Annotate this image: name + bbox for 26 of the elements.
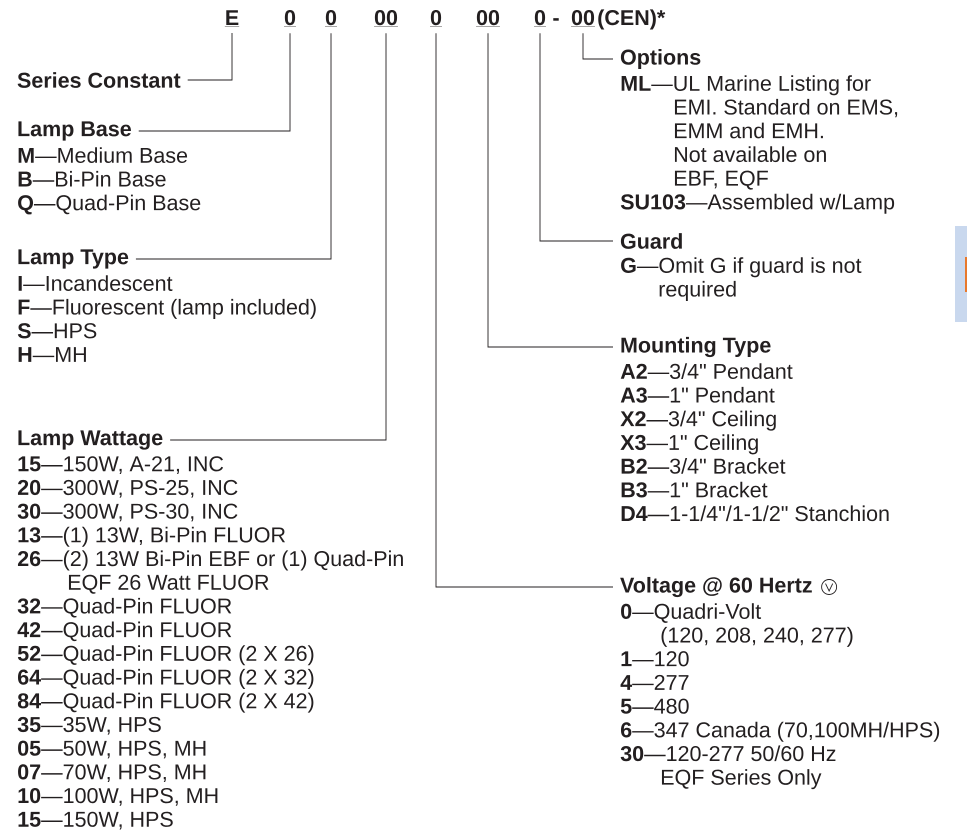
code-legend-list: Guard G—Omit G if guard is not required bbox=[620, 233, 862, 301]
code-character: 00 bbox=[476, 10, 500, 27]
code-text: (CEN)* bbox=[598, 9, 666, 30]
code-character: 0 bbox=[430, 10, 442, 27]
connector-line bbox=[187, 32, 232, 80]
code-character: 0 bbox=[284, 10, 296, 27]
connector-line bbox=[436, 32, 614, 588]
connector-line bbox=[540, 32, 614, 242]
code-character: E bbox=[224, 10, 240, 27]
code-text: - bbox=[553, 18, 559, 21]
connector-line bbox=[170, 32, 386, 440]
code-legend-list: Options ML—UL Marine Listing for EMI. Standard on EMS, EMM and EMH. Not available on EBF, EQF SU103—Assembled w/Lamp bbox=[620, 48, 898, 214]
code-legend-list: Series Constant bbox=[18, 72, 180, 88]
connector-line bbox=[582, 32, 614, 60]
code-legend-list: Voltage @ 60 Hertz 0—Quadri-Volt (120, 208, 240, 277) 1—120 4—277 5—480 6—347 Canada (70,100MH/HPS) 30—120-277 50/60 Hz EQF Series Only bbox=[620, 576, 940, 790]
code-character: 00 bbox=[570, 10, 596, 27]
code-legend-list: Mounting Type A2—3/4" Pendant A3—1" Pendant X2—3/4" Ceiling X3—1" Ceiling B2—3/4" Bracket B3—1" Bracket D4—1-1/4"/1-1/2" Stanchion bbox=[620, 336, 889, 522]
code-character: 0 bbox=[324, 10, 338, 27]
connector-line bbox=[138, 32, 290, 132]
connector-line bbox=[488, 32, 614, 348]
code-character: 0 bbox=[534, 10, 546, 27]
code-legend-list: Lamp Type I—Incandescent F—Fluorescent (lamp included) S—HPS H—MH bbox=[18, 249, 316, 362]
connector-line bbox=[135, 32, 332, 260]
code-legend-list: Lamp Base M—Medium Base B—Bi-Pin Base Q—Quad-Pin Base bbox=[18, 121, 200, 214]
code-character: 00 bbox=[374, 10, 398, 27]
code-legend-list: Lamp Wattage 15—150W, A-21, INC 20—300W, PS-25, INC 30—300W, PS-30, INC 13—(1) 13W, Bi-Pin FLUOR 26—(2) 13W Bi-Pin EBF or (1) Quad-Pin EQF 26 Watt FLUOR 32—Quad-Pin FLUOR 42—Quad-Pin FLUOR 52—Quad-Pin FLUOR (2 X 26) 64—Quad-Pin FLUOR (2 X 32) 84—Quad-Pin FLUOR (2 X 42) 35—35W, HPS 05—50W, HPS, MH 07—70W, HPS, MH 10—100W, HPS, MH 15—150W, HPS bbox=[18, 430, 403, 830]
